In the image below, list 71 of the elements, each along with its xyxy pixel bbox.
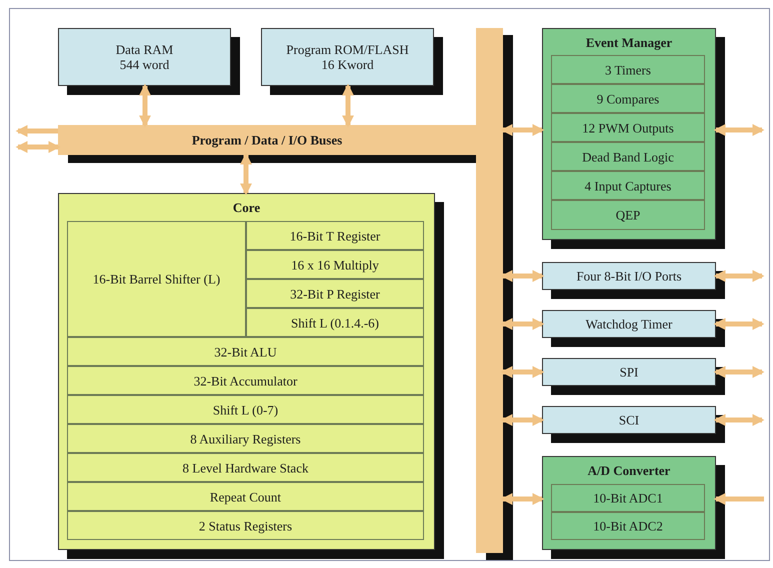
bus-arrow [500,318,544,330]
peripheral-cell [551,84,705,113]
block-label: Program ROM/FLASH [285,42,410,57]
core-cell [67,482,424,511]
bus-arrow [16,125,58,137]
block-label: 16-Bit T Register [288,228,382,243]
block-label: Four 8-Bit I/O Ports [575,268,683,284]
core-cell [67,395,424,424]
block-label: Shift L (0.1.4.-6) [290,315,380,330]
bus-arrow [714,124,764,136]
block-label: 3 Timers [604,62,652,77]
block-heading: A/D Converter [586,463,672,478]
block-label: 2 Status Registers [198,518,294,533]
block-label: Shift L (0-7) [212,402,280,417]
bus-arrow [500,493,544,505]
bus-arrow [714,270,764,282]
bus-band [58,125,476,155]
block-label: Watchdog Timer [584,316,674,332]
core-cell [67,366,424,395]
peripheral-cell [551,512,705,540]
core-cell [246,308,424,337]
core-cell [67,221,246,337]
peripheral-cell [551,484,705,512]
peripheral-cell [551,171,705,200]
block-label: Repeat Count [208,489,282,504]
block-label: 32-Bit Accumulator [192,373,298,388]
bus-bar [476,28,503,553]
core-cell [246,279,424,308]
block-label: 8 Auxiliary Registers [189,431,302,446]
block-label: 32-Bit ALU [213,344,278,359]
core-cell [67,337,424,366]
core-cell [246,221,424,250]
block-heading: Core [232,200,262,215]
block-label: 8 Level Hardware Stack [182,460,310,475]
block-label: 10-Bit ADC2 [592,518,664,534]
bus-arrow [714,318,764,330]
bus-arrow [500,124,544,136]
block-label: 10-Bit ADC1 [592,490,664,506]
block-heading: Event Manager [584,35,674,50]
core-cell [67,453,424,482]
peripheral-cell [551,142,705,171]
bus-arrow [714,493,764,505]
bus-label: Program / Data / I/O Buses [190,132,344,148]
block-label: 32-Bit P Register [289,286,381,301]
block-label: 544 word [118,57,170,72]
peripheral-cell [551,113,705,142]
block-label: 12 PWM Outputs [581,120,675,135]
core-cell [67,511,424,540]
peripheral-cell [551,200,705,230]
block-label: SPI [618,364,640,380]
bus-arrow [500,366,544,378]
bus-arrow [342,84,354,128]
block-label: QEP [614,208,642,222]
block-label: Dead Band Logic [581,149,675,164]
bus-arrow [500,270,544,282]
block-label: 4 Input Captures [584,178,672,193]
bus-arrow [714,414,764,426]
bus-arrow [714,366,764,378]
bus-arrow [139,84,151,128]
core-cell [246,250,424,279]
block-label: SCI [618,412,640,428]
block-label: 9 Compares [596,91,660,106]
bus-arrow [500,414,544,426]
bus-arrow [240,152,252,196]
block-label: 16-Bit Barrel Shifter (L) [92,272,222,286]
peripheral-cell [551,55,705,84]
block-label: 16 x 16 Multiply [290,257,380,272]
core-cell [67,424,424,453]
bus-arrow [16,141,60,153]
block-label: 16 Kword [320,57,375,72]
block-label: Data RAM [114,42,174,57]
